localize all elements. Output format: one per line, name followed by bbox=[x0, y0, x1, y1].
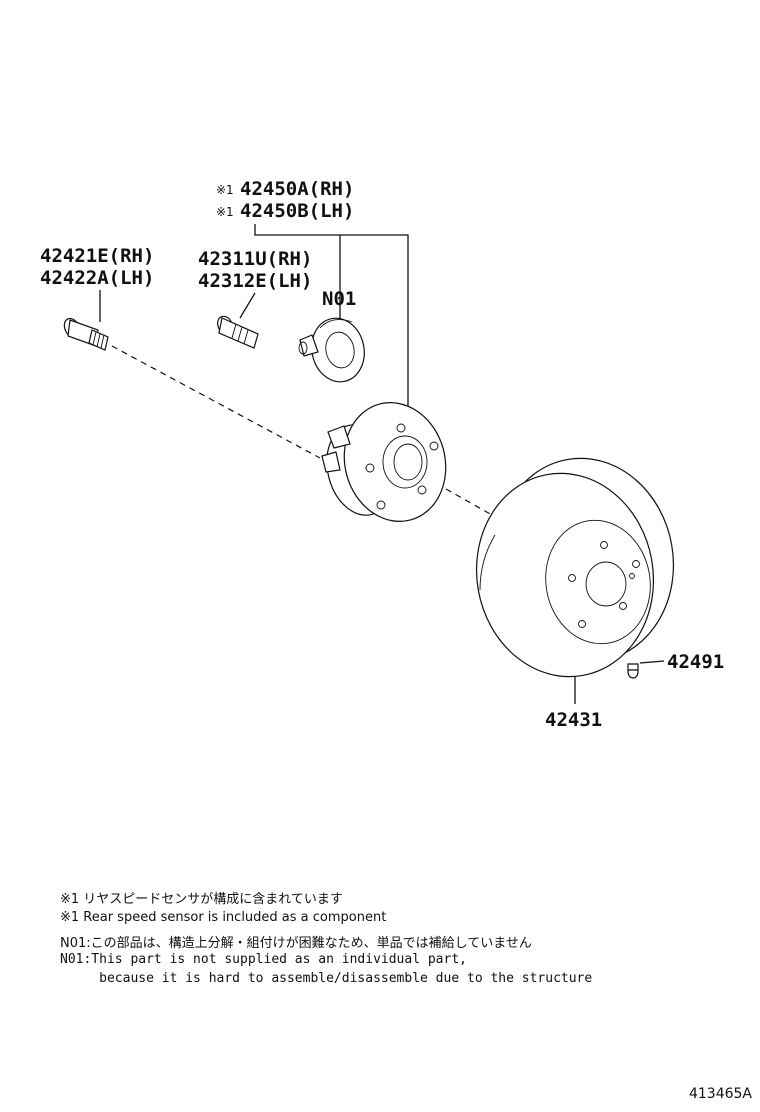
screw-label[interactable]: 42491 bbox=[667, 651, 724, 673]
bearing-drawing bbox=[298, 317, 365, 383]
hub-bolt-short-rh-label[interactable]: 42311U(RH) bbox=[198, 248, 312, 270]
note-n01-en-line1: N01:This part is not supplied as an indi… bbox=[60, 952, 467, 967]
figure-id: 413465A bbox=[688, 1086, 752, 1102]
hub-assembly-drawing bbox=[321, 402, 447, 522]
leader-lines bbox=[99, 224, 665, 704]
note-sensor-en: ※1 Rear speed sensor is included as a co… bbox=[60, 910, 387, 925]
hub-bolt-short-lh-label[interactable]: 42312E(LH) bbox=[198, 270, 312, 292]
hub-assembly-lh-label[interactable]: 42450B(LH) bbox=[240, 200, 354, 222]
hub-bolt-long-lh-label[interactable]: 42422A(LH) bbox=[40, 267, 154, 289]
hub-bolt-long-drawing bbox=[63, 317, 109, 351]
hub-assembly-rh-label[interactable]: 42450A(RH) bbox=[240, 178, 354, 200]
disc-label[interactable]: 42431 bbox=[545, 709, 602, 731]
hub-bolt-long-rh-label[interactable]: 42421E(RH) bbox=[40, 245, 154, 267]
note-n01-en-line2: because it is hard to assemble/disassemb… bbox=[60, 971, 593, 986]
hub-assembly-mark-rh: ※1 bbox=[216, 183, 234, 197]
hub-assembly-mark-lh: ※1 bbox=[216, 205, 234, 219]
note-n01-jp: N01:この部品は、構造上分解・組付けが困難なため、単品では補給していません bbox=[60, 936, 532, 951]
hub-bolt-short-drawing bbox=[217, 315, 259, 349]
bearing-label[interactable]: N01 bbox=[322, 288, 356, 310]
brake-disc-drawing bbox=[475, 457, 675, 678]
note-sensor-jp: ※1 リヤスピードセンサが構成に含まれています bbox=[60, 892, 343, 907]
screw-drawing bbox=[627, 663, 639, 679]
